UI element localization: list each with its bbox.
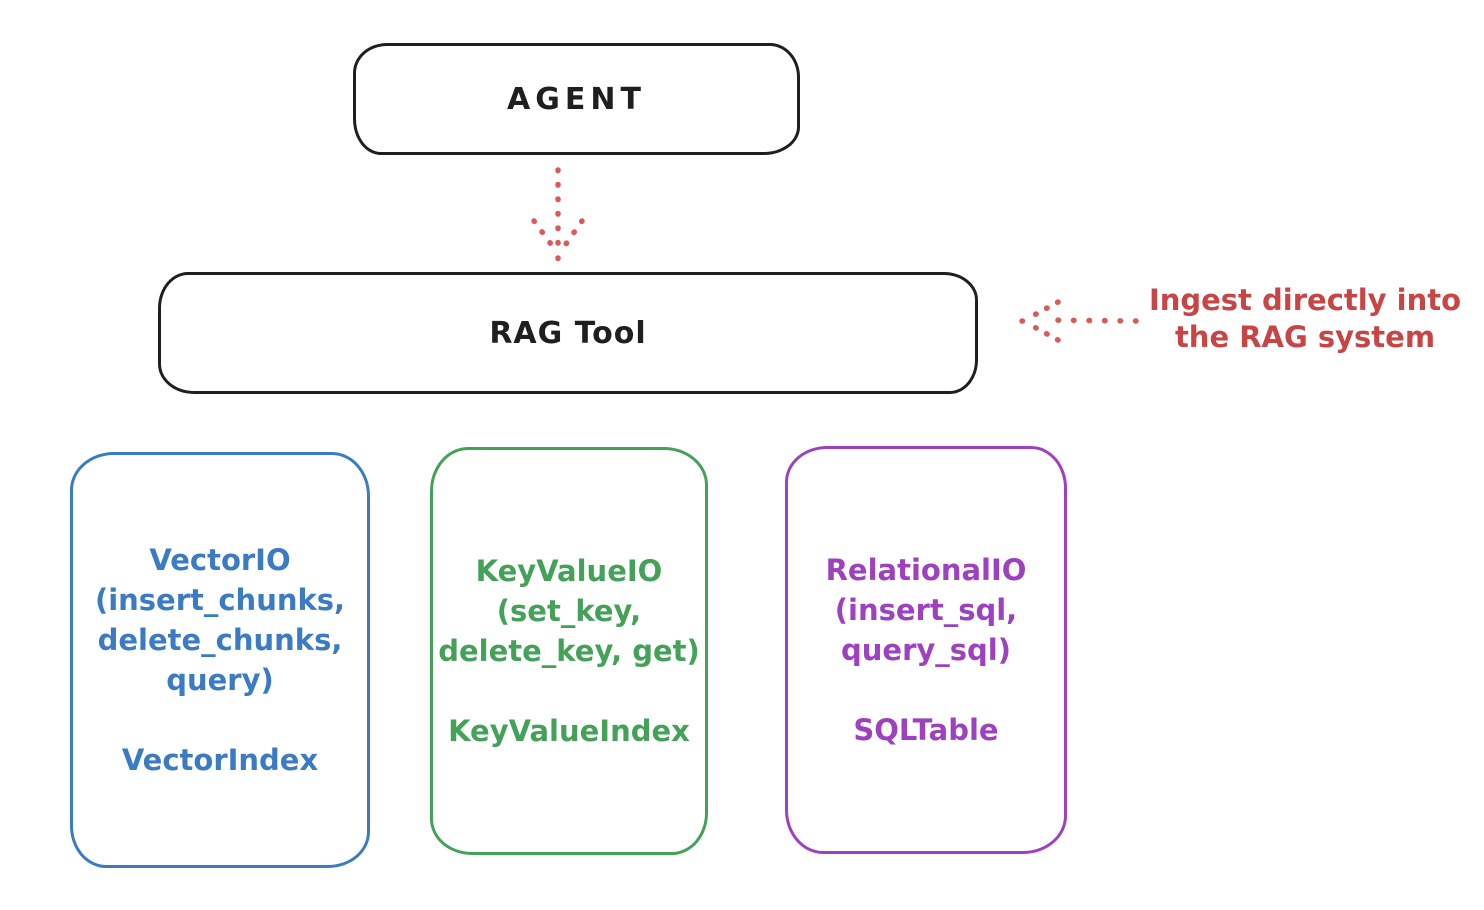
store-line: KeyValueIO xyxy=(475,554,663,588)
store-line: query) xyxy=(166,663,274,697)
ingest-arrow-icon xyxy=(1019,299,1139,343)
ingest-annotation: Ingest directly into the RAG system xyxy=(1140,282,1470,356)
ingest-annotation-line2: the RAG system xyxy=(1174,320,1436,354)
store-line: VectorIO xyxy=(149,543,291,577)
store-index-label: KeyValueIndex xyxy=(448,714,690,748)
vector-io-node: VectorIO (insert_chunks, delete_chunks, … xyxy=(70,452,370,868)
rag-tool-label: RAG Tool xyxy=(489,315,647,351)
store-index-label: VectorIndex xyxy=(121,743,319,777)
ingest-annotation-line1: Ingest directly into xyxy=(1148,283,1462,317)
agent-to-ragtool-arrow-icon xyxy=(531,167,585,262)
store-index-label: SQLTable xyxy=(853,713,999,747)
store-line: (insert_chunks, xyxy=(94,583,346,617)
relational-io-node: RelationalIO (insert_sql, query_sql) SQL… xyxy=(785,446,1067,854)
store-line: (insert_sql, xyxy=(834,593,1018,627)
store-line: delete_key, get) xyxy=(438,634,700,668)
store-line: query_sql) xyxy=(841,633,1011,667)
store-line: RelationalIO xyxy=(825,553,1027,587)
store-line: (set_key, xyxy=(496,594,642,628)
agent-node: AGENT xyxy=(353,43,800,155)
store-line: delete_chunks, xyxy=(97,623,343,657)
agent-label: AGENT xyxy=(507,81,646,117)
rag-tool-node: RAG Tool xyxy=(158,272,978,394)
keyvalue-io-node: KeyValueIO (set_key, delete_key, get) Ke… xyxy=(430,447,708,855)
